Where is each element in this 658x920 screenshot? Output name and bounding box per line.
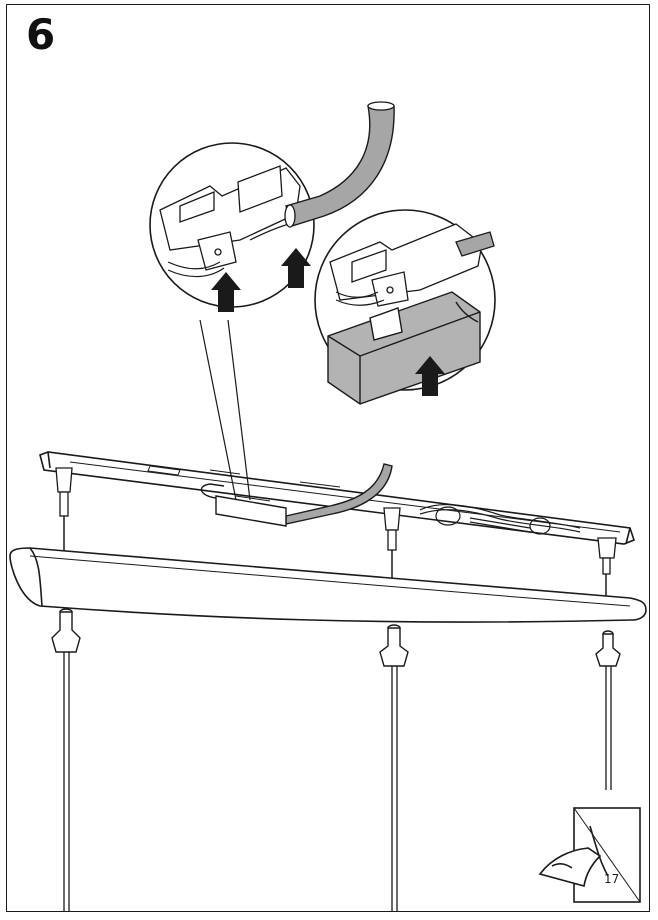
pendant-cords	[63, 652, 612, 912]
connection-box-cover	[327, 291, 481, 405]
arrow-up-icon	[415, 356, 445, 396]
wire-clamps	[55, 467, 617, 575]
lamp-shade	[9, 547, 647, 623]
page-border	[6, 4, 650, 912]
turn-page-icon	[538, 807, 641, 903]
ceiling-rail	[39, 451, 635, 545]
cord-grips	[51, 608, 621, 667]
step-number: 6	[26, 10, 56, 59]
arrow-up-icon	[211, 248, 311, 312]
power-cable	[200, 463, 393, 525]
wire-bundle	[419, 503, 581, 535]
detail-circle-left	[149, 101, 395, 308]
callout-leader	[199, 319, 251, 501]
connection-box-installed	[215, 495, 287, 527]
page-number: 17	[604, 872, 620, 886]
